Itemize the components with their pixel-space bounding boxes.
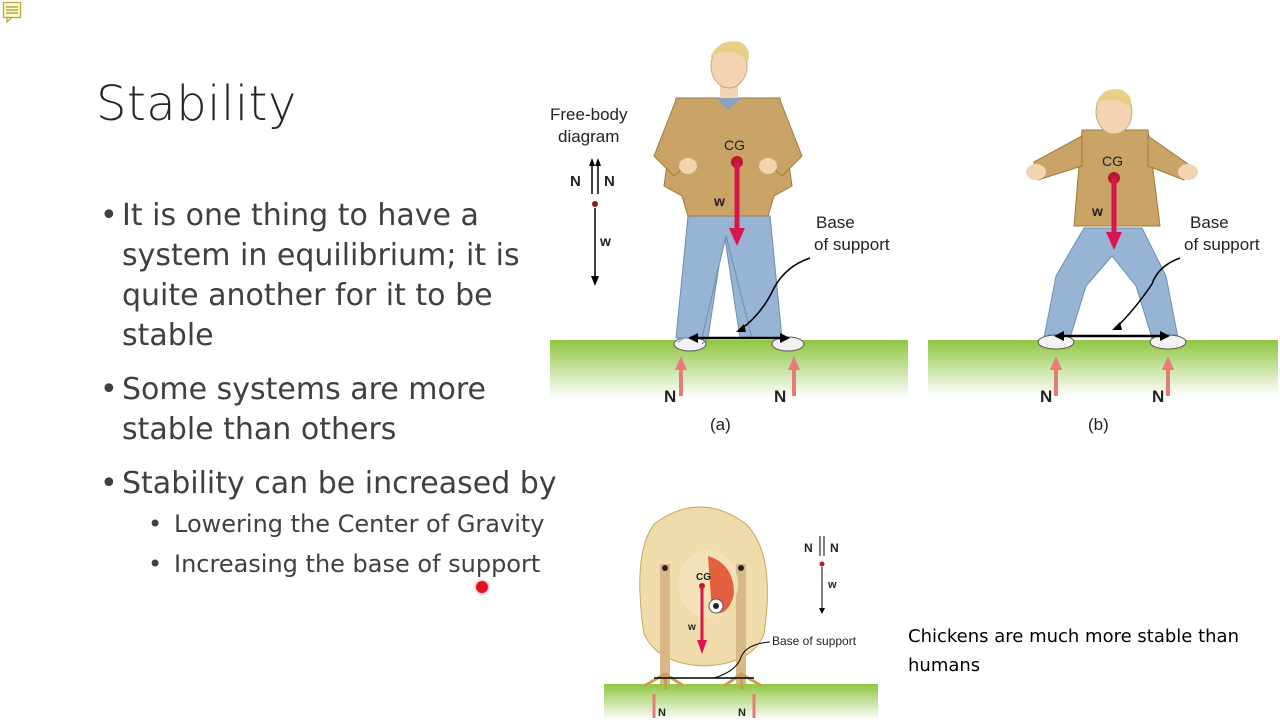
base-label-a: of support (814, 235, 890, 254)
ground (928, 340, 1278, 396)
base-label-b-line1: Base (1190, 213, 1229, 232)
fbd-n-right-c: N (830, 541, 839, 555)
chicken-caption: Chickens are much more stable than human… (908, 626, 1239, 676)
base-label-a-line1: Base (816, 213, 855, 232)
ground (550, 340, 908, 398)
pointer-dot (476, 581, 488, 593)
cg-label-b: CG (1102, 153, 1123, 169)
panel-label-b: (b) (1088, 415, 1109, 434)
n-label-a1: N (664, 387, 676, 406)
n-label-b2: N (1152, 387, 1164, 406)
figure-c-chicken: CG w Base of support N N N N w (604, 506, 878, 720)
base-label-b: of support (1184, 235, 1260, 254)
w-label-b: w (1091, 203, 1103, 219)
n-label-c2: N (738, 707, 746, 719)
figure-a-standing-person: CG w Base of support N N (a) Free-body d… (550, 41, 908, 434)
slide-title: Stability (96, 76, 297, 132)
fbd-n-left-c: N (804, 541, 813, 555)
n-label-a2: N (774, 387, 786, 406)
panel-label-a: (a) (710, 415, 731, 434)
n-label-b1: N (1040, 387, 1052, 406)
base-label-c: Base of support (772, 634, 857, 648)
sub-bullet-1: Lowering the Center of Gravity (148, 504, 570, 544)
fbd-w-c: w (827, 579, 837, 591)
sub-bullet-2: Increasing the base of support (148, 544, 570, 584)
fbd-n-left: N (570, 173, 581, 190)
cg-label-c: CG (696, 572, 711, 583)
fbd-label-line2: diagram (558, 127, 619, 146)
note-icon[interactable] (2, 1, 22, 23)
bullet-3: Stability can be increased by (100, 464, 570, 504)
fbd-label-line1: Free-body (550, 105, 628, 124)
n-label-c1: N (658, 707, 666, 719)
w-label-c: w (687, 622, 696, 633)
bullet-1: It is one thing to have a system in equi… (100, 196, 570, 356)
bullet-list: It is one thing to have a system in equi… (100, 196, 570, 584)
figure-b-crouching-person: CG w Base of support N N (b) (928, 89, 1278, 434)
cg-label-a: CG (724, 137, 745, 153)
w-label-a: w (713, 193, 725, 209)
fbd-n-right: N (604, 173, 615, 190)
bullet-2: Some systems are more stable than others (100, 370, 570, 450)
fbd-w: w (599, 233, 611, 249)
